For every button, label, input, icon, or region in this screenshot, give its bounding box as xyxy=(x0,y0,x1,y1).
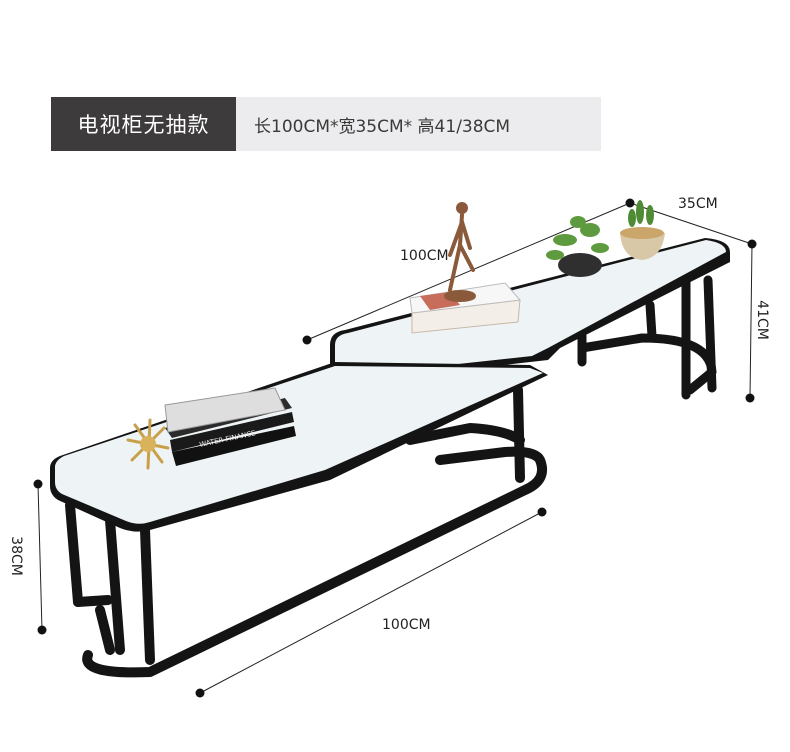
top-height-line xyxy=(749,243,753,399)
dim-dot xyxy=(33,479,43,489)
product-spec: 长100CM*宽35CM* 高41/38CM xyxy=(254,116,511,137)
dim-dot xyxy=(195,688,205,698)
bottom-height-line xyxy=(37,483,43,631)
lower-frame xyxy=(65,385,548,678)
top-length-label: 100CM xyxy=(400,248,449,264)
upper-shelf xyxy=(330,238,730,383)
top-height-label: 41CM xyxy=(753,300,770,340)
lower-shelf xyxy=(50,362,548,532)
gold-ornament-icon xyxy=(126,418,170,470)
product-title: 电视柜无抽款 xyxy=(51,97,236,151)
upper-frame xyxy=(577,275,717,400)
dim-dot xyxy=(537,507,547,517)
dim-dot xyxy=(302,335,312,345)
bottom-length-label: 100CM xyxy=(382,617,431,633)
potted-plant-icon xyxy=(546,216,609,277)
dim-dot xyxy=(37,625,47,635)
books-lower: WATER FINANCE xyxy=(164,387,296,466)
dim-dot xyxy=(625,198,635,208)
small-plant-icon xyxy=(620,200,665,260)
bottom-height-label: 38CM xyxy=(7,536,24,576)
dim-dot xyxy=(745,393,755,403)
wooden-mannequin-icon xyxy=(444,202,476,302)
top-depth-label: 35CM xyxy=(678,196,718,212)
bottom-length-line xyxy=(199,511,543,694)
dim-dot xyxy=(747,239,757,249)
spec-banner: 电视柜无抽款 长100CM*宽35CM* 高41/38CM xyxy=(51,97,601,151)
